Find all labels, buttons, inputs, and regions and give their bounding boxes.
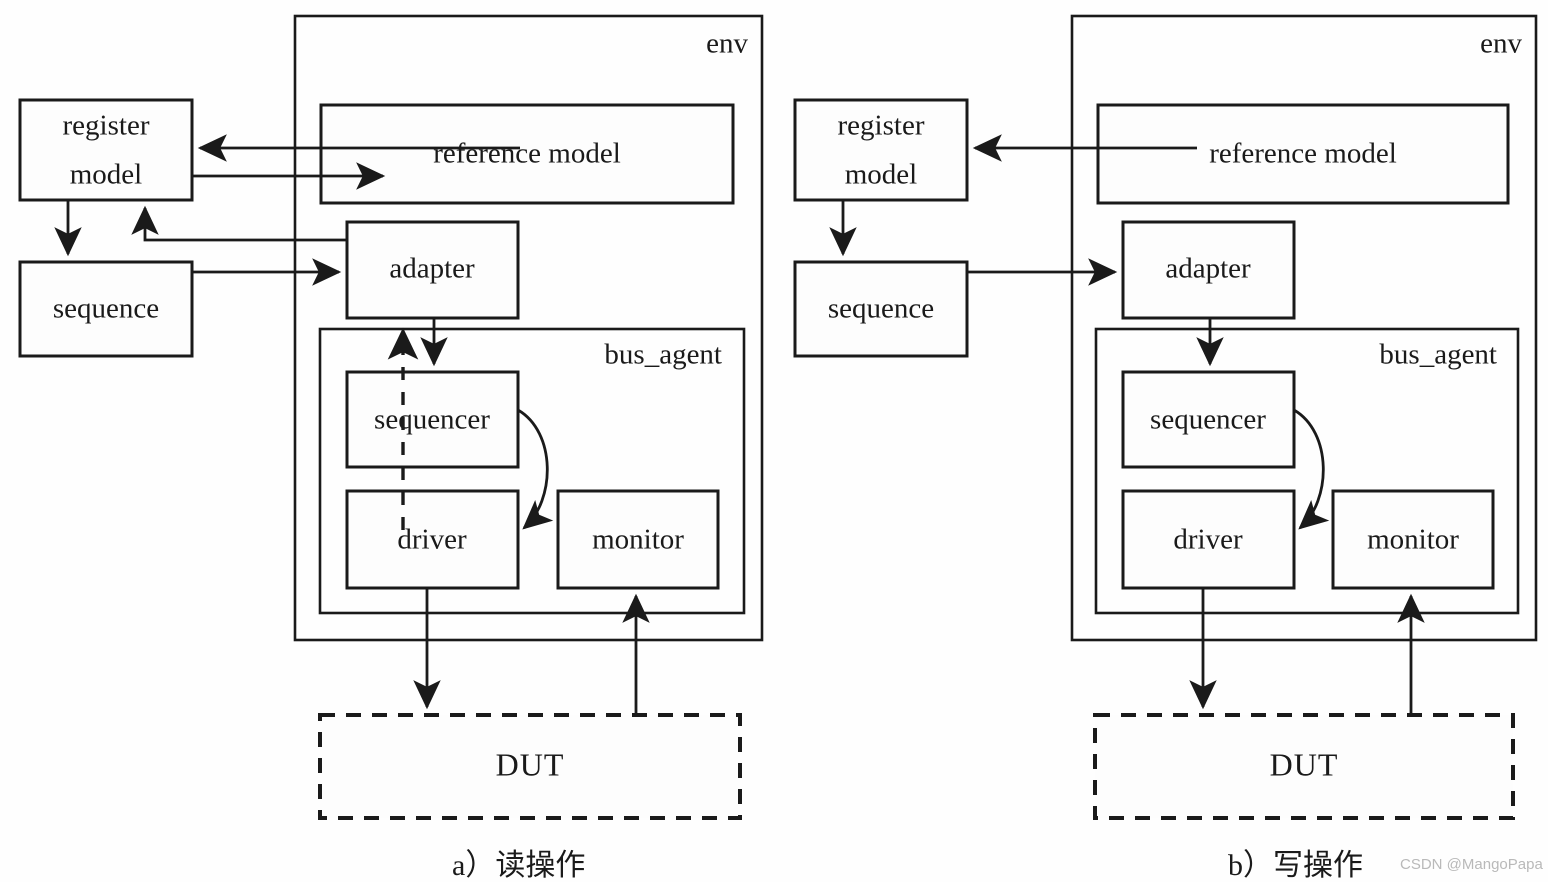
bus-agent-container-write <box>1094 327 1520 615</box>
adapter-box-write <box>1121 220 1296 320</box>
panel-read-caption: a）读操作 <box>452 849 586 882</box>
sequence-label-read: sequence <box>53 293 159 325</box>
register-model-label-line2-write: model <box>845 159 918 191</box>
monitor-label-write: monitor <box>1367 524 1459 556</box>
env-label-read: env <box>706 28 748 60</box>
sequence-label-write: sequence <box>828 293 934 325</box>
sequencer-label-read: sequencer <box>374 404 490 436</box>
arrow-adapter-to-regmodel-read <box>131 205 347 242</box>
dut-label-read: DUT <box>496 746 565 782</box>
watermark: CSDN @MangoPapa <box>1400 856 1543 873</box>
register-model-box-write <box>793 98 969 202</box>
panel-write: env bus_agent register model sequence re… <box>793 14 1538 820</box>
register-model-box-read <box>18 98 194 202</box>
monitor-box-read <box>556 489 720 590</box>
env-container-write <box>1070 14 1538 642</box>
panel-read: env bus_agent register model sequence re… <box>18 14 764 820</box>
sequence-box-read <box>18 260 194 358</box>
bus-agent-container-read <box>318 327 746 615</box>
bus-agent-label-read: bus_agent <box>604 339 722 371</box>
register-model-label-line2-read: model <box>70 159 143 191</box>
reference-model-box-read <box>319 103 735 205</box>
sequencer-box-read <box>345 370 520 469</box>
reference-model-label-write: reference model <box>1209 138 1397 170</box>
sequence-box-write <box>793 260 969 358</box>
env-container-read <box>293 14 764 642</box>
env-label-write: env <box>1480 28 1522 60</box>
driver-box-write <box>1121 489 1296 590</box>
driver-label-write: driver <box>1173 524 1243 556</box>
dut-box-read <box>318 713 742 820</box>
register-model-label-line1-write: register <box>838 110 925 142</box>
dut-label-write: DUT <box>1270 746 1339 782</box>
driver-label-read: driver <box>397 524 467 556</box>
monitor-label-read: monitor <box>592 524 684 556</box>
dut-box-write <box>1093 713 1515 820</box>
sequencer-label-write: sequencer <box>1150 404 1266 436</box>
reference-model-label-read: reference model <box>433 138 621 170</box>
driver-box-read <box>345 489 520 590</box>
adapter-box-read <box>345 220 520 320</box>
sequencer-box-write <box>1121 370 1296 469</box>
adapter-label-write: adapter <box>1165 253 1251 285</box>
panel-write-caption: b）写操作 <box>1228 849 1363 882</box>
bus-agent-label-write: bus_agent <box>1379 339 1497 371</box>
arrow-sequencer-to-driver-read <box>517 408 554 530</box>
monitor-box-write <box>1331 489 1495 590</box>
reference-model-box-write <box>1096 103 1510 205</box>
adapter-label-read: adapter <box>389 253 475 285</box>
arrow-sequencer-to-driver-write <box>1293 408 1330 530</box>
register-model-label-line1-read: register <box>63 110 150 142</box>
